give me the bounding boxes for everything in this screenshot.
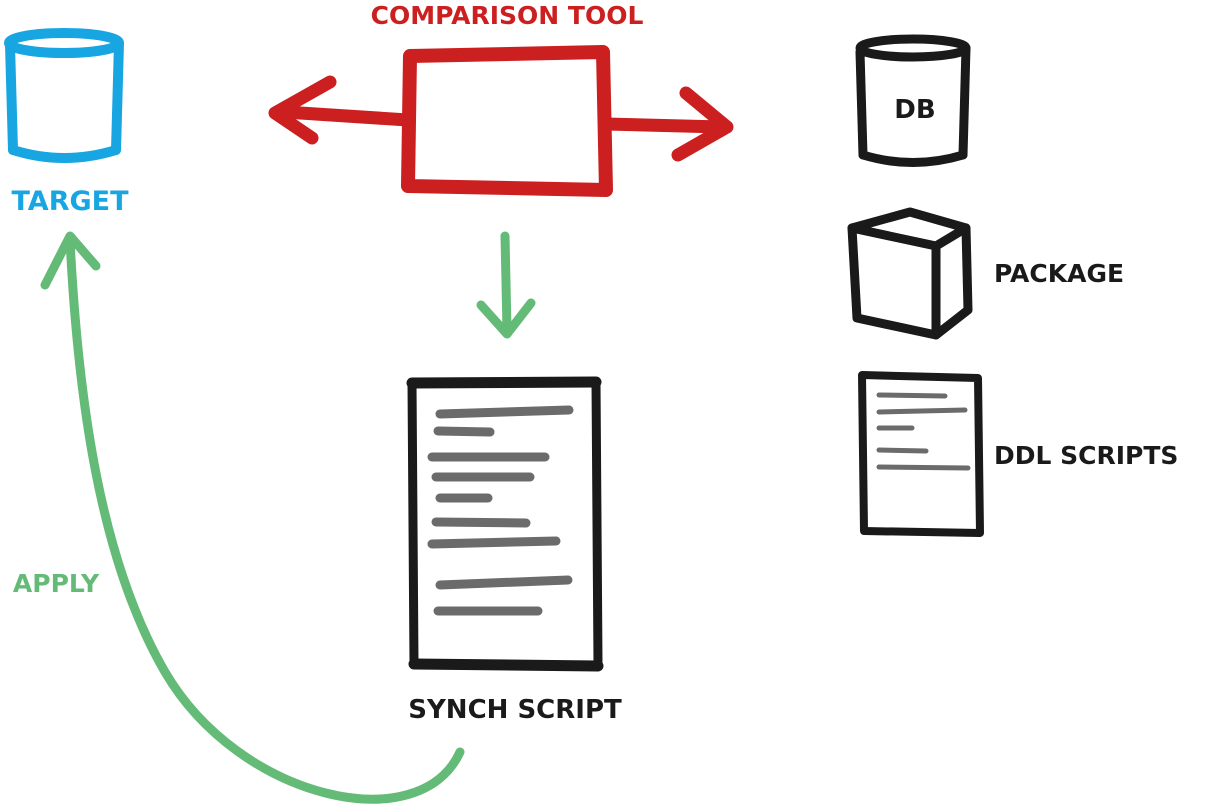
synch-script-label: SYNCH SCRIPT xyxy=(408,695,622,725)
package-source: PACKAGE xyxy=(847,207,1124,340)
document-icon xyxy=(406,376,604,672)
ddl-scripts-source: DDL SCRIPTS xyxy=(858,371,1178,537)
arrow-right-to-sources xyxy=(599,86,734,162)
package-cube-icon xyxy=(847,207,973,340)
comparison-tool-box-icon xyxy=(401,45,613,197)
comparison-tool-label: COMPARISON TOOL xyxy=(371,1,644,30)
comparison-tool: COMPARISON TOOL xyxy=(268,1,734,197)
database-cylinder-icon xyxy=(855,34,971,167)
db-label: DB xyxy=(894,95,935,125)
db-source: DB xyxy=(855,34,971,167)
document-icon xyxy=(858,371,984,537)
apply-arrow: APPLY xyxy=(13,231,465,804)
target-database: TARGET xyxy=(4,28,129,217)
apply-label: APPLY xyxy=(13,569,100,598)
arrow-left-to-target xyxy=(268,75,415,145)
package-label: PACKAGE xyxy=(994,259,1124,288)
target-label: TARGET xyxy=(11,186,129,217)
arrow-down-to-synch-script xyxy=(476,231,536,339)
ddl-scripts-label: DDL SCRIPTS xyxy=(994,441,1178,470)
synch-script: SYNCH SCRIPT xyxy=(406,376,622,725)
database-cylinder-icon xyxy=(4,28,124,163)
